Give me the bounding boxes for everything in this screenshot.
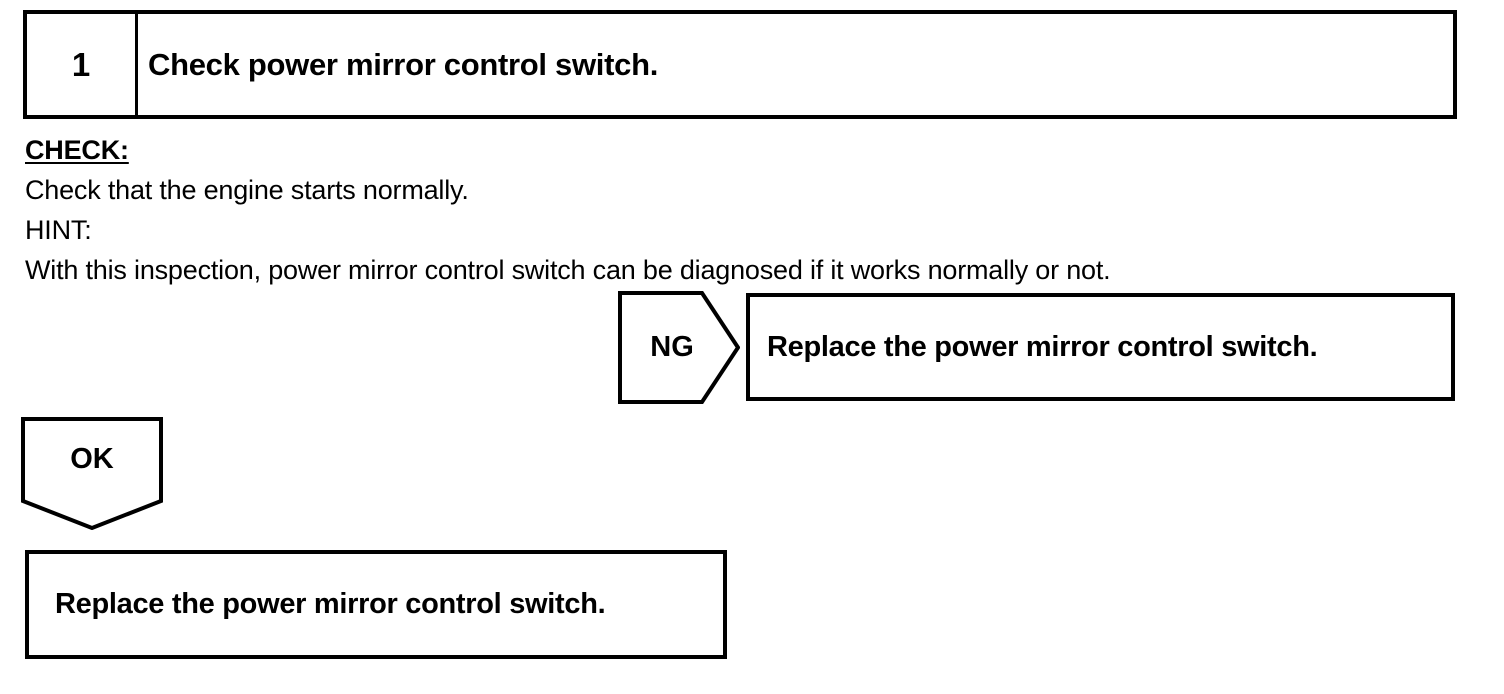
step-title: Check power mirror control switch. [148,46,659,82]
ok-action-text: Replace the power mirror control switch. [55,588,606,620]
ng-connector: NG [618,291,740,404]
step-number: 1 [71,45,91,83]
ok-connector: OK [21,417,163,530]
hint-label: HINT: [25,215,92,245]
ok-arrow-icon [21,417,163,530]
ng-arrow-icon [618,291,740,404]
instruction-text-block: CHECK: Check that the engine starts norm… [25,130,1111,290]
check-label: CHECK: [25,135,129,165]
hint-text: With this inspection, power mirror contr… [25,255,1111,285]
step-number-cell: 1 [27,14,138,115]
step-title-cell: Check power mirror control switch. [138,14,1453,115]
check-text: Check that the engine starts normally. [25,175,469,205]
ok-label: OK [70,442,114,475]
ng-action-text: Replace the power mirror control switch. [767,330,1318,363]
ng-label: NG [650,331,694,363]
ok-action-box: Replace the power mirror control switch. [25,550,727,659]
step-header-box: 1 Check power mirror control switch. [23,10,1457,119]
ng-action-box: Replace the power mirror control switch. [746,293,1455,401]
